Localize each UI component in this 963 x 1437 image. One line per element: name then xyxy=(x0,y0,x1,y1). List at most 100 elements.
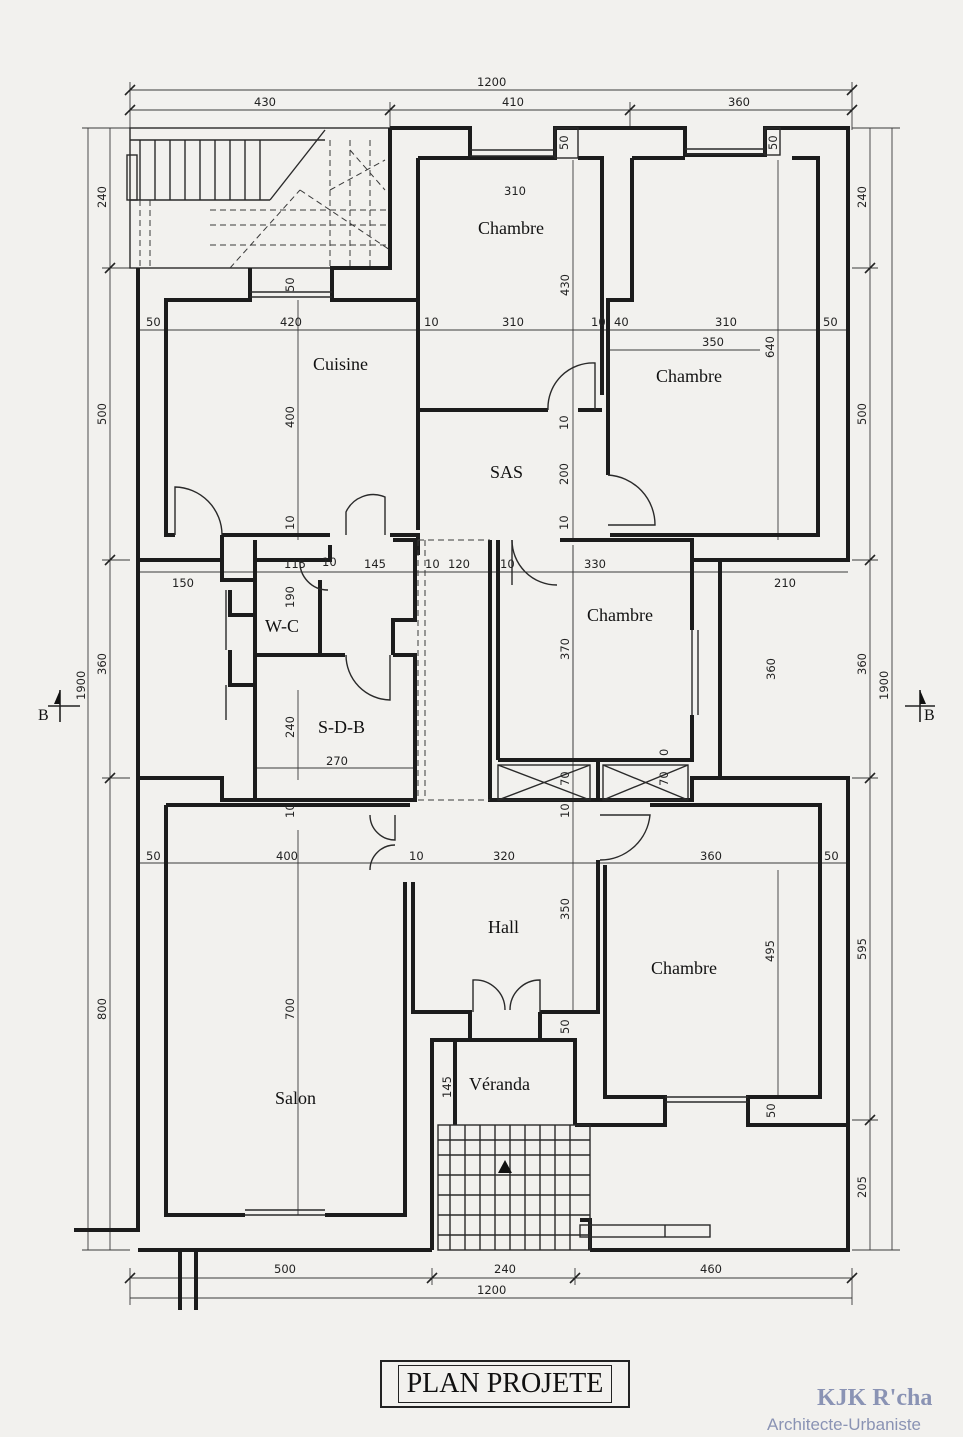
dim-label: 145 xyxy=(364,557,386,571)
dim-label: 320 xyxy=(493,849,515,863)
entry-arrow-icon xyxy=(498,1160,512,1173)
dim-label: 190 xyxy=(283,586,297,608)
dim-label: 10 xyxy=(557,415,571,430)
dim-label: 360 xyxy=(764,658,778,680)
dim-label: 430 xyxy=(254,95,276,109)
windows xyxy=(225,127,781,1216)
dim-label: 310 xyxy=(715,315,737,329)
dim-label: 70 xyxy=(558,771,572,786)
room-label-salon: Salon xyxy=(275,1088,316,1108)
room-label-cuisine: Cuisine xyxy=(313,354,368,374)
room-label-chambre-2: Chambre xyxy=(656,366,722,386)
dim-label: 10 xyxy=(409,849,424,863)
dim-label: 350 xyxy=(558,898,572,920)
dim-label: 50 xyxy=(558,1019,572,1034)
dim-label: 500 xyxy=(95,403,109,425)
dim-label: 240 xyxy=(95,186,109,208)
dim-label: 10 xyxy=(424,315,439,329)
dimension-labels: 1200 430 410 360 1200 500 240 460 1900 2… xyxy=(74,75,891,1297)
dim-label: 10 xyxy=(558,803,572,818)
dim-label: 1200 xyxy=(477,75,506,89)
section-label-right: B xyxy=(924,707,935,724)
dim-label: 1900 xyxy=(877,671,891,700)
dim-label: 495 xyxy=(763,940,777,962)
dim-label: 10 xyxy=(591,315,606,329)
dim-label: 595 xyxy=(855,938,869,960)
dim-label: 360 xyxy=(728,95,750,109)
dim-label: 500 xyxy=(855,403,869,425)
stamp-title: Architecte-Urbaniste xyxy=(767,1415,922,1434)
dim-label: 0 xyxy=(657,749,671,756)
walls xyxy=(74,126,850,1310)
dim-label: 10 xyxy=(557,515,571,530)
plan-title-box: PLAN PROJETE xyxy=(380,1360,630,1408)
dim-label: 50 xyxy=(764,1103,778,1118)
dim-label: 40 xyxy=(614,315,629,329)
dim-label: 430 xyxy=(558,274,572,296)
dim-label: 70 xyxy=(657,771,671,786)
dim-label: 10 xyxy=(425,557,440,571)
floor-plan-drawing: Chambre Chambre Cuisine SAS Chambre W-C … xyxy=(38,75,935,1310)
dim-label: 50 xyxy=(146,849,161,863)
dim-label: 350 xyxy=(702,335,724,349)
dim-label: 145 xyxy=(440,1076,454,1098)
room-label-veranda: Véranda xyxy=(469,1074,530,1094)
dim-label: 210 xyxy=(774,576,796,590)
dim-label: 50 xyxy=(283,277,297,292)
room-label-hall: Hall xyxy=(488,917,519,937)
dim-label: 240 xyxy=(283,716,297,738)
dim-label: 310 xyxy=(502,315,524,329)
stamp-name: KJK R'cha xyxy=(817,1385,933,1411)
dim-label: 240 xyxy=(494,1262,516,1276)
dim-label: 640 xyxy=(763,336,777,358)
dim-label: 700 xyxy=(283,998,297,1020)
dim-label: 10 xyxy=(283,515,297,530)
dim-label: 270 xyxy=(326,754,348,768)
room-label-sdb: S-D-B xyxy=(318,717,365,737)
dim-label: 400 xyxy=(283,406,297,428)
dim-label: 50 xyxy=(557,135,571,150)
dim-label: 330 xyxy=(584,557,606,571)
dim-label: 800 xyxy=(95,998,109,1020)
front-steps xyxy=(437,1124,711,1251)
dim-label: 120 xyxy=(448,557,470,571)
dim-label: 310 xyxy=(504,184,526,198)
dim-label: 400 xyxy=(276,849,298,863)
staircase-top xyxy=(126,127,391,269)
room-labels: Chambre Chambre Cuisine SAS Chambre W-C … xyxy=(265,218,722,1108)
dim-label: 150 xyxy=(172,576,194,590)
dim-label: 360 xyxy=(855,653,869,675)
room-label-chambre-3: Chambre xyxy=(587,605,653,625)
section-marker-left xyxy=(48,690,80,722)
dim-label: 360 xyxy=(700,849,722,863)
dim-label: 200 xyxy=(557,463,571,485)
dim-label: 240 xyxy=(855,186,869,208)
dim-label: 10 xyxy=(283,803,297,818)
dim-label: 205 xyxy=(855,1176,869,1198)
room-label-sas: SAS xyxy=(490,462,523,482)
dim-label: 50 xyxy=(146,315,161,329)
dim-label: 50 xyxy=(766,135,780,150)
dim-label: 50 xyxy=(823,315,838,329)
room-label-chambre-1: Chambre xyxy=(478,218,544,238)
room-label-chambre-4: Chambre xyxy=(651,958,717,978)
dim-label: 500 xyxy=(274,1262,296,1276)
section-marker-right xyxy=(905,690,935,722)
dim-label: 420 xyxy=(280,315,302,329)
dim-label: 360 xyxy=(95,653,109,675)
dim-label: 10 xyxy=(500,557,515,571)
dim-label: 1900 xyxy=(74,671,88,700)
dim-label: 50 xyxy=(824,849,839,863)
dim-label: 460 xyxy=(700,1262,722,1276)
doors xyxy=(174,362,689,1012)
dim-label: 370 xyxy=(558,638,572,660)
plan-title: PLAN PROJETE xyxy=(397,1365,613,1403)
dim-label: 10 xyxy=(322,555,337,569)
section-label-left: B xyxy=(38,707,49,724)
dim-label: 1200 xyxy=(477,1283,506,1297)
dimension-lines xyxy=(82,82,900,1305)
dim-label: 115 xyxy=(284,557,306,571)
room-label-wc: W-C xyxy=(265,616,299,636)
dim-label: 410 xyxy=(502,95,524,109)
architect-stamp: KJK R'cha Architecte-Urbaniste xyxy=(765,1385,963,1437)
